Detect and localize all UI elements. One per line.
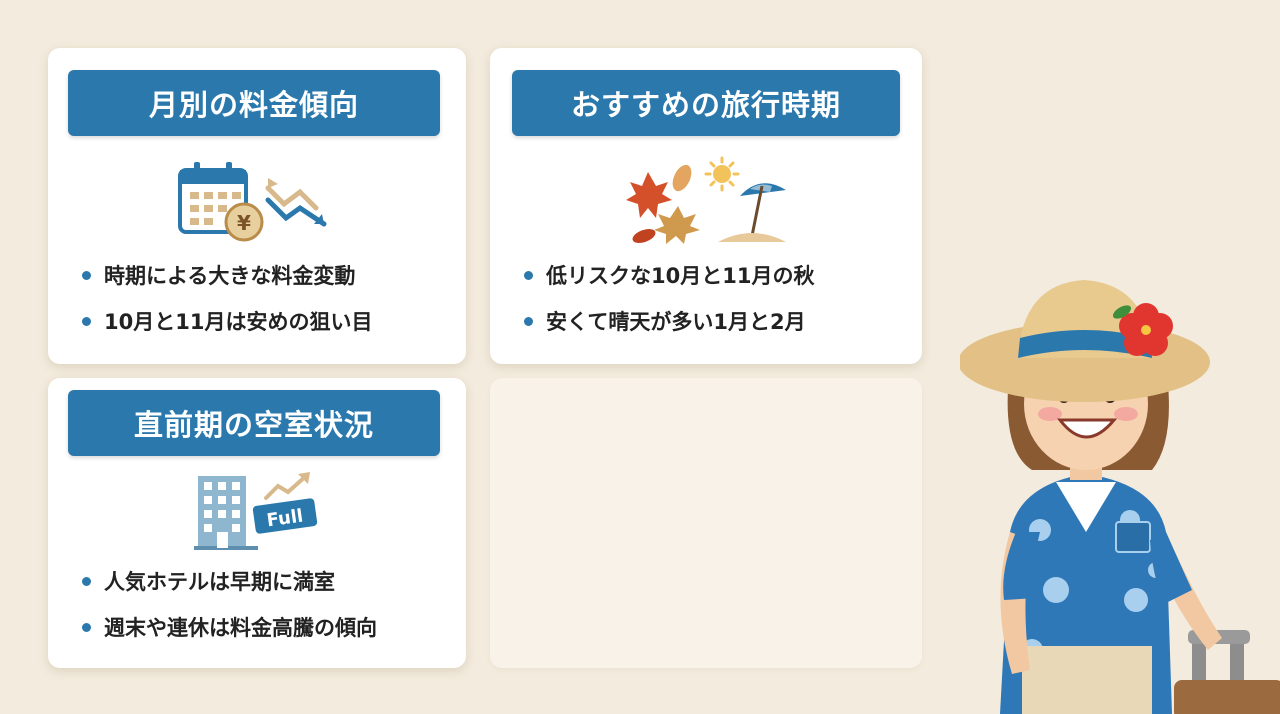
bullet-list: 時期による大きな料金変動 10月と11月は安めの狙い目: [82, 260, 372, 352]
bullet-list: 人気ホテルは早期に満室 週末や連休は料金高騰の傾向: [82, 566, 377, 658]
bullet-item: 安くて晴天が多い1月と2月: [524, 306, 814, 338]
calendar-yen-icon: ¥: [178, 162, 327, 242]
autumn-beach-icon: [626, 156, 786, 244]
card-last-minute-availability: 直前期の空室状況 Full 人気ホテルは早期に満室 週末や連休は料金高騰の傾向: [48, 378, 466, 668]
bullet-item: 週末や連休は料金高騰の傾向: [82, 612, 377, 644]
svg-text:¥: ¥: [237, 211, 251, 235]
empty-card: [490, 378, 922, 668]
bullet-item: 人気ホテルは早期に満室: [82, 566, 377, 598]
bullet-item: 10月と11月は安めの狙い目: [82, 306, 372, 338]
tourist-woman-illustration: [960, 280, 1280, 714]
bullet-item: 時期による大きな料金変動: [82, 260, 372, 292]
card-title: 直前期の空室状況: [68, 390, 440, 456]
card-title: おすすめの旅行時期: [512, 70, 900, 136]
card-monthly-prices: 月別の料金傾向 ¥ 時期による大きな料金変動 10月と11月は安めの狙い目: [48, 48, 466, 364]
bullet-item: 低リスクな10月と11月の秋: [524, 260, 814, 292]
bullet-list: 低リスクな10月と11月の秋 安くて晴天が多い1月と2月: [524, 260, 814, 352]
card-recommended-season: おすすめの旅行時期 低リスクな10月と11月の秋 安くて晴天が多い1月と2月: [490, 48, 922, 364]
hotel-full-icon: [194, 472, 318, 550]
card-title: 月別の料金傾向: [68, 70, 440, 136]
